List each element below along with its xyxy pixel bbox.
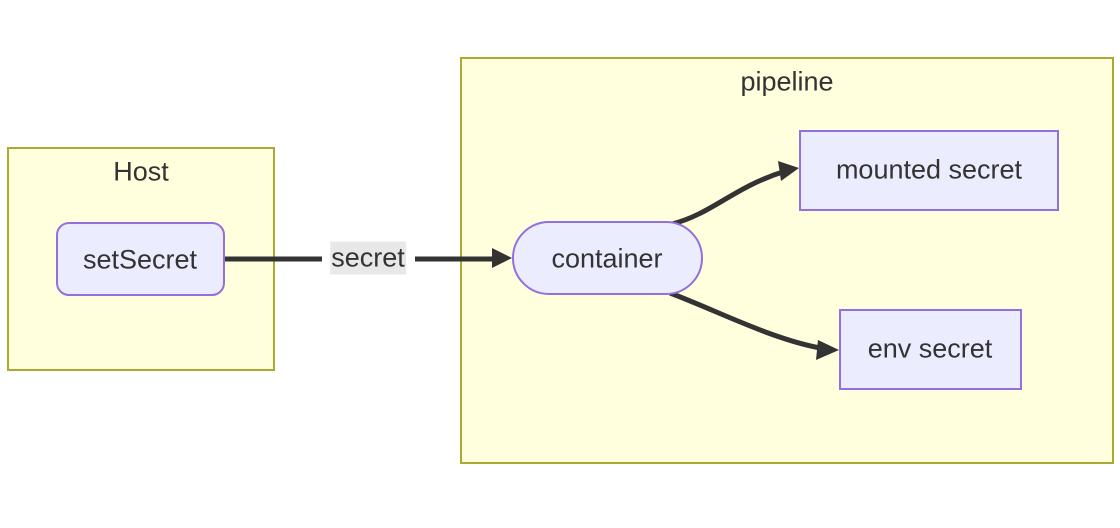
arrowhead-env-secret <box>816 340 839 360</box>
node-label-mounted-secret: mounted secret <box>835 154 1023 185</box>
arrowhead-mounted-secret <box>778 161 799 181</box>
arrowhead-container <box>492 248 512 268</box>
node-label-container: container <box>551 243 663 274</box>
node-env-secret[interactable] <box>839 309 1022 390</box>
node-container[interactable] <box>512 221 703 295</box>
edge-container-mounted-secret <box>671 161 799 227</box>
node-setsecret[interactable] <box>56 222 225 296</box>
node-label-env-secret: env secret <box>867 333 993 364</box>
node-mounted-secret[interactable] <box>799 130 1059 211</box>
edge-setsecret-container <box>224 248 512 268</box>
cluster-label-pipeline: pipeline <box>740 66 834 97</box>
edge-container-env-secret <box>669 290 839 360</box>
cluster-label-host: Host <box>113 156 169 187</box>
edge-label-secret: secret <box>330 241 406 275</box>
node-label-setsecret: setSecret <box>82 244 198 275</box>
